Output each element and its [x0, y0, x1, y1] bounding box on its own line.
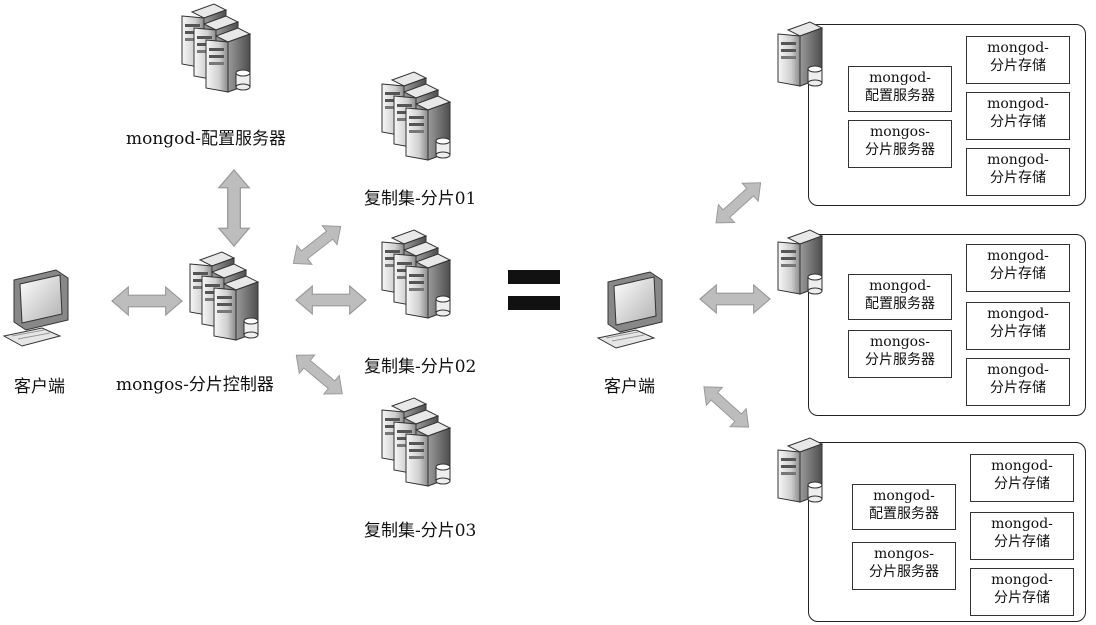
- server-icon: [778, 22, 834, 94]
- right-client-label: 客户端: [604, 377, 655, 397]
- shard-03-label: 复制集-分片03: [364, 521, 477, 541]
- shard-storage-tag: mongod-分片存储: [966, 36, 1070, 84]
- client-computer-icon: [597, 271, 663, 349]
- router-tag: mongos-分片服务器: [848, 120, 952, 168]
- client-label: 客户端: [14, 377, 65, 397]
- shard-02-label: 复制集-分片02: [364, 357, 477, 377]
- double-arrow-icon: [218, 169, 250, 247]
- router-tag: mongos-分片服务器: [848, 330, 952, 378]
- shard-01-label: 复制集-分片01: [364, 189, 477, 209]
- double-arrow-icon: [695, 377, 758, 437]
- config-server-tag: mongod-配置服务器: [852, 484, 956, 530]
- double-arrow-icon: [288, 345, 351, 404]
- client-computer-icon: [3, 269, 69, 347]
- shard-storage-tag: mongod-分片存储: [966, 244, 1070, 292]
- shard-storage-tag: mongod-分片存储: [970, 454, 1074, 502]
- config-server-tag: mongod-配置服务器: [848, 66, 952, 112]
- shard-storage-tag: mongod-分片存储: [970, 568, 1074, 616]
- router-tag: mongos-分片服务器: [852, 542, 956, 590]
- shard-02-cluster-icon: [382, 230, 472, 340]
- shard-03-cluster-icon: [382, 398, 472, 508]
- double-arrow-icon: [707, 173, 770, 233]
- router-label: mongos-分片控制器: [116, 375, 274, 395]
- config-server-tag: mongod-配置服务器: [848, 274, 952, 320]
- shard-storage-tag: mongod-分片存储: [966, 148, 1070, 196]
- double-arrow-icon: [111, 286, 183, 316]
- shard-storage-tag: mongod-分片存储: [970, 512, 1074, 560]
- shard-storage-tag: mongod-分片存储: [966, 92, 1070, 140]
- router-cluster-icon: [190, 252, 280, 362]
- config-server-cluster-icon: [182, 4, 272, 114]
- shard-storage-tag: mongod-分片存储: [966, 358, 1070, 406]
- server-icon: [778, 230, 834, 302]
- server-icon: [778, 438, 834, 510]
- config-server-label: mongod-配置服务器: [126, 129, 287, 149]
- double-arrow-icon: [285, 216, 349, 274]
- double-arrow-icon: [699, 284, 771, 314]
- shard-01-cluster-icon: [382, 72, 472, 182]
- double-arrow-icon: [295, 285, 367, 315]
- equals-icon: [508, 270, 560, 310]
- shard-storage-tag: mongod-分片存储: [966, 302, 1070, 350]
